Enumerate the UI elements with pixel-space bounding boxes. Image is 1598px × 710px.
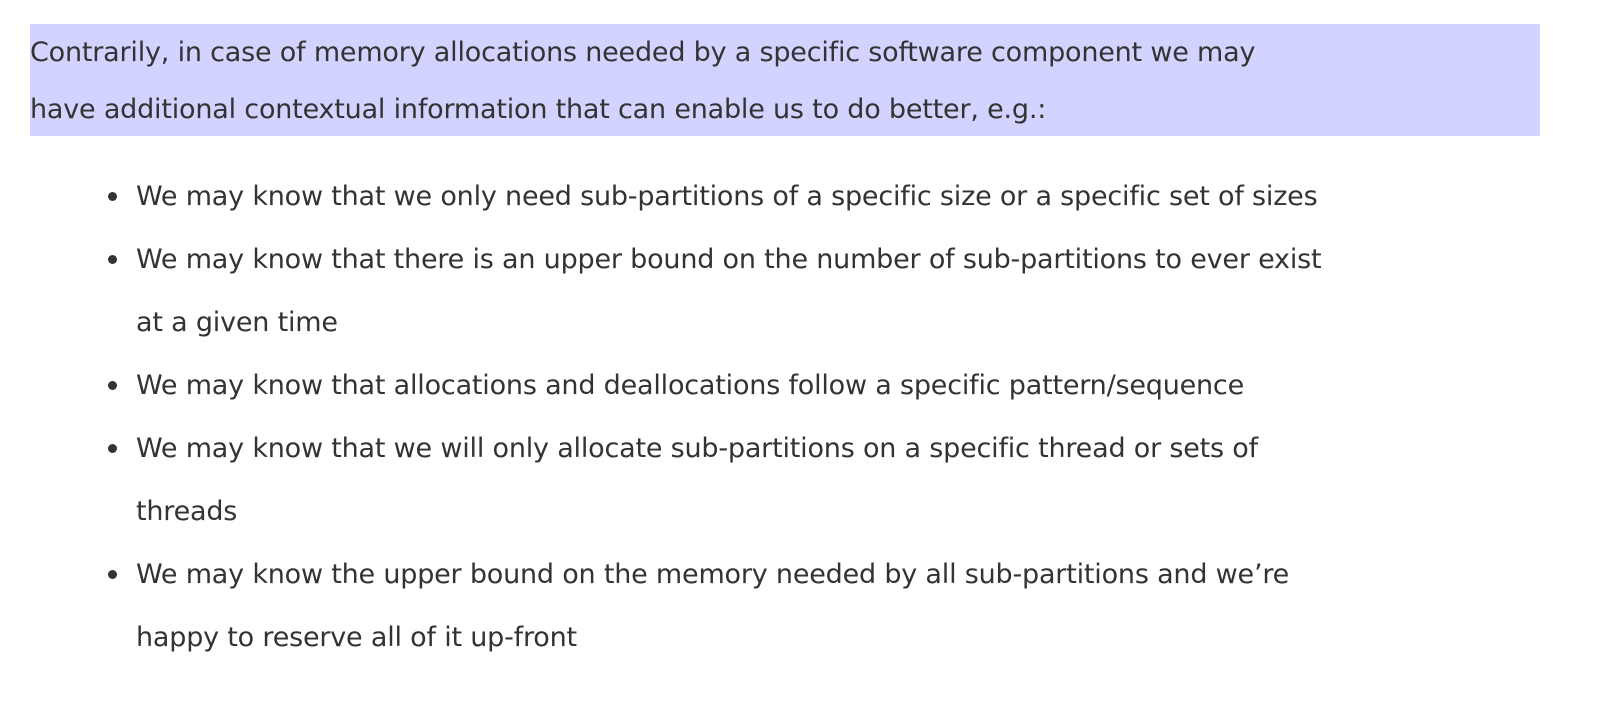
paragraph-line: have additional contextual information t… <box>30 94 1047 125</box>
paragraph-line: Contrarily, in case of memory allocation… <box>30 37 1256 68</box>
bullet-icon <box>108 255 117 264</box>
list-item-text: happy to reserve all of it up-front <box>136 622 577 653</box>
list-item: We may know that allocations and dealloc… <box>0 354 1321 417</box>
list-item: We may know the upper bound on the memor… <box>0 543 1321 669</box>
bullet-icon <box>108 444 117 453</box>
bullet-icon <box>108 570 117 579</box>
list-item-text: We may know the upper bound on the memor… <box>136 559 1290 590</box>
list-item: We may know that we will only allocate s… <box>0 417 1321 543</box>
list-item: We may know that there is an upper bound… <box>0 228 1322 354</box>
bullet-icon <box>108 192 117 201</box>
bullet-list: We may know that we only need sub-partit… <box>0 165 1322 669</box>
list-item-text: at a given time <box>136 307 338 338</box>
list-item-text: We may know that allocations and dealloc… <box>136 370 1244 401</box>
highlighted-paragraph: Contrarily, in case of memory allocation… <box>30 24 1540 136</box>
list-item-text: We may know that we will only allocate s… <box>136 433 1258 464</box>
list-item-text: We may know that there is an upper bound… <box>136 244 1322 275</box>
list-item: We may know that we only need sub-partit… <box>0 165 1321 228</box>
list-item-text: threads <box>136 496 238 527</box>
bullet-icon <box>108 381 117 390</box>
list-item-text: We may know that we only need sub-partit… <box>136 181 1318 212</box>
